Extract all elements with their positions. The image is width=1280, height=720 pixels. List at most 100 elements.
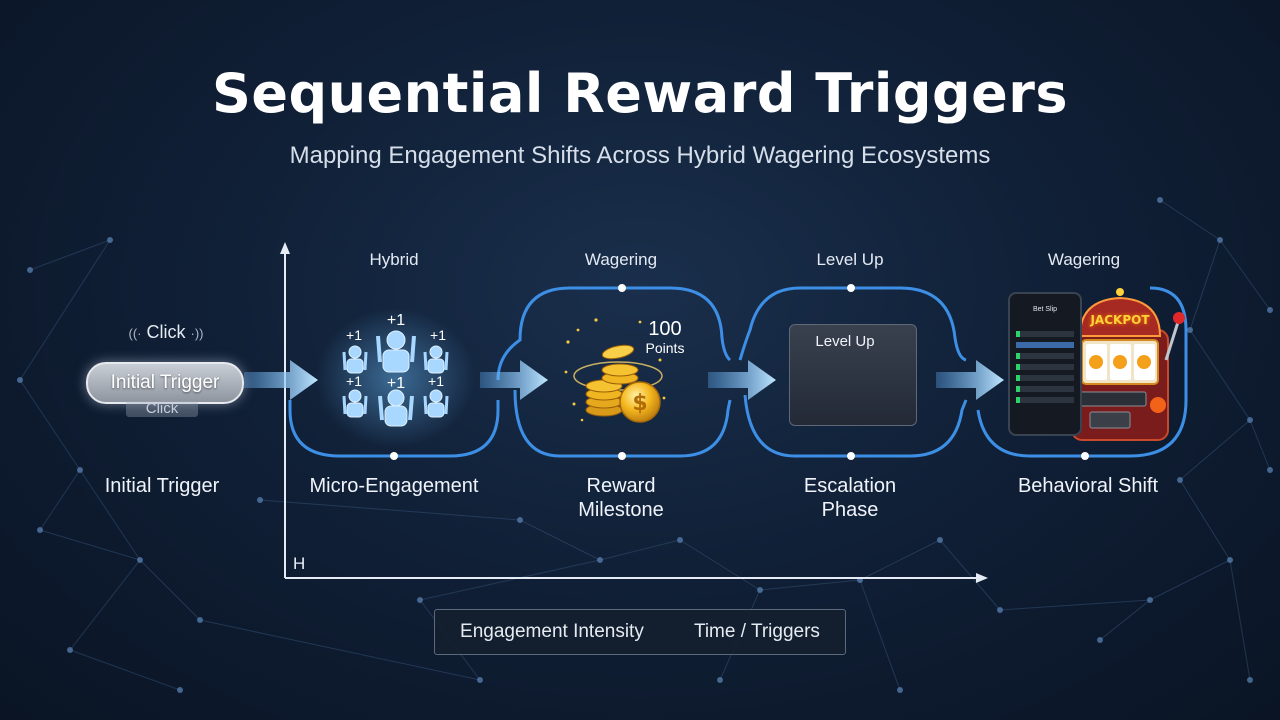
network-node — [1247, 677, 1253, 683]
network-node — [177, 687, 183, 693]
network-link — [1159, 199, 1221, 241]
plus-one-badge: +1 — [428, 373, 444, 389]
y-axis-arrowhead — [280, 242, 290, 254]
network-link — [19, 379, 81, 471]
network-link — [1229, 559, 1251, 681]
connector-stage4-top — [976, 286, 1188, 458]
plus-one-badge: +1 — [430, 327, 446, 343]
slot-top-light — [1116, 288, 1124, 296]
plus-one-badge: +1 — [387, 312, 405, 329]
crowd-icon — [315, 308, 475, 448]
click-label-shadow: Click — [126, 401, 198, 417]
network-link — [39, 529, 141, 561]
network-link — [679, 539, 761, 591]
network-node — [37, 527, 43, 533]
legend-item-engagement: Engagement Intensity — [460, 621, 644, 642]
list-item — [1016, 386, 1074, 392]
network-link — [1189, 239, 1221, 331]
slot-side-light — [1150, 397, 1166, 413]
points-value: 100 — [648, 318, 682, 340]
initial-trigger-button[interactable]: Initial Trigger — [86, 362, 244, 404]
list-item — [1016, 331, 1074, 337]
legend-item-time: Time / Triggers — [693, 621, 820, 642]
node — [1081, 452, 1089, 460]
network-node — [1157, 197, 1163, 203]
network-node — [1267, 467, 1273, 473]
network-node — [1097, 637, 1103, 643]
list-item — [1016, 364, 1074, 370]
plus-one-badge: +1 — [387, 375, 405, 392]
page-subtitle: Mapping Engagement Shifts Across Hybrid … — [289, 142, 991, 169]
network-link — [1219, 239, 1271, 311]
arrow-2 — [480, 360, 548, 400]
network-node — [257, 497, 263, 503]
network-node — [1247, 417, 1253, 423]
network-node — [107, 237, 113, 243]
network-node — [1177, 477, 1183, 483]
person-figure — [376, 330, 416, 373]
network-link — [79, 469, 141, 561]
slot-tray — [1089, 411, 1131, 429]
coin-stack — [585, 344, 639, 417]
arrow-4 — [936, 360, 1004, 400]
network-link — [859, 539, 941, 581]
level-up-card: Level Up — [789, 324, 917, 426]
network-link — [29, 239, 111, 271]
network-node — [27, 267, 33, 273]
legend: Engagement Intensity Time / Triggers — [434, 609, 846, 655]
plus-one-badge: +1 — [346, 327, 362, 343]
node — [390, 452, 398, 460]
stage-name-line: Reward — [586, 475, 656, 497]
list-item — [1016, 397, 1074, 403]
network-node — [17, 377, 23, 383]
network-link — [1189, 329, 1251, 421]
network-node — [1147, 597, 1153, 603]
arrow-1 — [244, 360, 318, 400]
person-figure — [342, 389, 368, 418]
person-figure — [342, 345, 368, 374]
network-node — [937, 537, 943, 543]
stage-name-line: Phase — [821, 499, 879, 521]
network-node — [597, 557, 603, 563]
network-link — [519, 519, 601, 561]
person-figure — [423, 345, 449, 374]
connector-nodes — [390, 284, 1089, 460]
slot-lever — [1164, 321, 1180, 361]
stage-top-label: Wagering — [1047, 250, 1121, 269]
network-node — [1227, 557, 1233, 563]
plus-one-badges: +1 +1 +1 +1 +1 +1 — [346, 312, 446, 392]
connector-stage3-bottom — [743, 394, 968, 458]
network-node — [717, 677, 723, 683]
network-node — [1187, 327, 1193, 333]
slot-symbol — [1089, 355, 1103, 369]
network-link — [139, 559, 201, 621]
flow-arrows — [244, 360, 1004, 400]
network-node — [517, 517, 523, 523]
node — [847, 284, 855, 292]
page-title: Sequential Reward Triggers — [211, 62, 1069, 125]
phone-title: Bet Slip — [1032, 306, 1058, 313]
network-link — [259, 499, 521, 521]
network-node — [677, 537, 683, 543]
slot-symbol — [1113, 355, 1127, 369]
stage-name-reward-milestone: Reward Milestone — [511, 474, 731, 522]
coins-icon: $ — [564, 318, 666, 423]
phone-list-rows — [1016, 326, 1074, 408]
x-axis-arrowhead — [976, 573, 988, 583]
slot-top-arch — [1078, 296, 1162, 337]
list-item — [1016, 342, 1074, 348]
stage-name-line: Milestone — [578, 499, 664, 521]
network-link — [39, 469, 81, 531]
stage-name-line: Escalation — [803, 475, 897, 497]
network-link — [1179, 419, 1251, 481]
network-node — [197, 617, 203, 623]
network-node — [137, 557, 143, 563]
network-node — [417, 597, 423, 603]
node — [618, 452, 626, 460]
points-unit: Points — [645, 340, 685, 356]
list-item — [1016, 375, 1074, 381]
y-axis-marker: H — [293, 554, 306, 573]
stage-name-micro-engagement: Micro-Engagement — [309, 475, 479, 497]
dollar-symbol: $ — [632, 391, 647, 416]
